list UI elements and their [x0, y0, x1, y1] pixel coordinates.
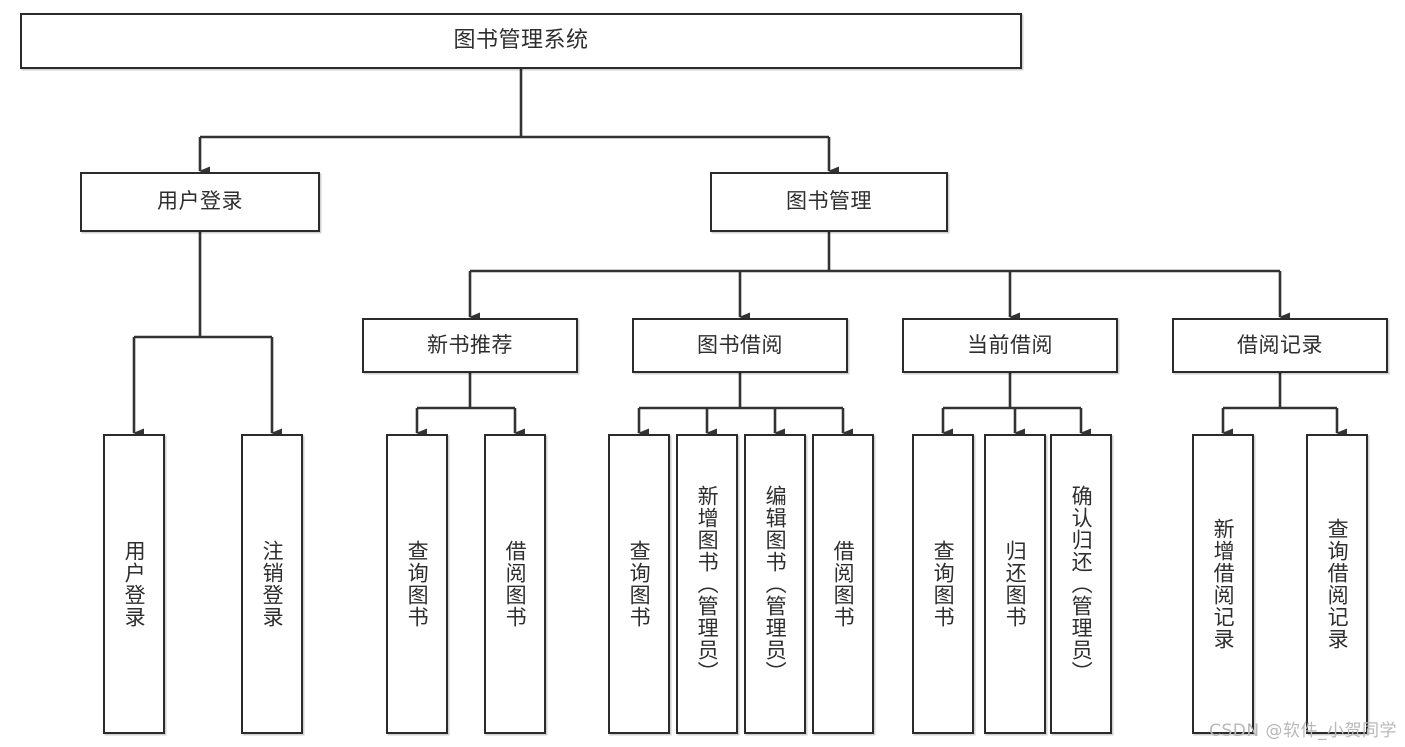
- node-leaf-query-book-3-label: 查询图书: [931, 540, 956, 628]
- node-leaf-query-record[interactable]: 查询借阅记录: [1306, 434, 1368, 734]
- node-leaf-add-book[interactable]: 新增图书（管理员）: [676, 434, 738, 734]
- node-leaf-add-book-label: 新增图书（管理员）: [695, 485, 720, 683]
- csdn-watermark: CSDN @软件_小贺同学: [1209, 721, 1397, 741]
- node-borrow-record[interactable]: 借阅记录: [1172, 318, 1388, 373]
- node-book-manage-label: 图书管理: [786, 189, 872, 214]
- node-leaf-borrow-book-2-label: 借阅图书: [831, 540, 856, 628]
- node-leaf-return-book-label: 归还图书: [1003, 540, 1028, 628]
- node-borrow-record-label: 借阅记录: [1237, 332, 1323, 357]
- node-leaf-edit-book-label: 编辑图书（管理员）: [763, 485, 788, 683]
- node-root-system-label: 图书管理系统: [453, 27, 589, 53]
- node-leaf-confirm-return-label: 确认归还（管理员）: [1069, 485, 1094, 683]
- node-leaf-return-book[interactable]: 归还图书: [984, 434, 1046, 734]
- node-user-login-label: 用户登录: [157, 189, 243, 214]
- node-leaf-query-book-2-label: 查询图书: [627, 540, 652, 628]
- node-leaf-query-book-1-label: 查询图书: [405, 540, 430, 628]
- node-leaf-user-login-label: 用户登录: [122, 540, 147, 628]
- node-leaf-logout-label: 注销登录: [260, 540, 285, 628]
- node-leaf-query-book-2[interactable]: 查询图书: [608, 434, 670, 734]
- node-leaf-borrow-book-1[interactable]: 借阅图书: [484, 434, 546, 734]
- node-leaf-query-book-1[interactable]: 查询图书: [386, 434, 448, 734]
- node-new-book-recommend[interactable]: 新书推荐: [362, 318, 578, 373]
- node-user-login[interactable]: 用户登录: [80, 172, 320, 232]
- node-leaf-query-record-label: 查询借阅记录: [1325, 518, 1350, 650]
- node-leaf-borrow-book-2[interactable]: 借阅图书: [812, 434, 874, 734]
- node-current-borrow-label: 当前借阅: [967, 332, 1053, 357]
- node-leaf-borrow-book-1-label: 借阅图书: [503, 540, 528, 628]
- node-leaf-confirm-return[interactable]: 确认归还（管理员）: [1050, 434, 1112, 734]
- node-current-borrow[interactable]: 当前借阅: [902, 318, 1118, 373]
- node-leaf-add-record-label: 新增借阅记录: [1211, 518, 1236, 650]
- node-leaf-logout[interactable]: 注销登录: [241, 434, 303, 734]
- node-root-system[interactable]: 图书管理系统: [20, 13, 1022, 69]
- node-leaf-add-record[interactable]: 新增借阅记录: [1192, 434, 1254, 734]
- node-leaf-user-login[interactable]: 用户登录: [103, 434, 165, 734]
- node-leaf-edit-book[interactable]: 编辑图书（管理员）: [744, 434, 806, 734]
- node-book-borrow[interactable]: 图书借阅: [632, 318, 848, 373]
- node-book-borrow-label: 图书借阅: [697, 332, 783, 357]
- node-new-book-recommend-label: 新书推荐: [427, 332, 513, 357]
- node-book-manage[interactable]: 图书管理: [710, 172, 948, 232]
- node-leaf-query-book-3[interactable]: 查询图书: [912, 434, 974, 734]
